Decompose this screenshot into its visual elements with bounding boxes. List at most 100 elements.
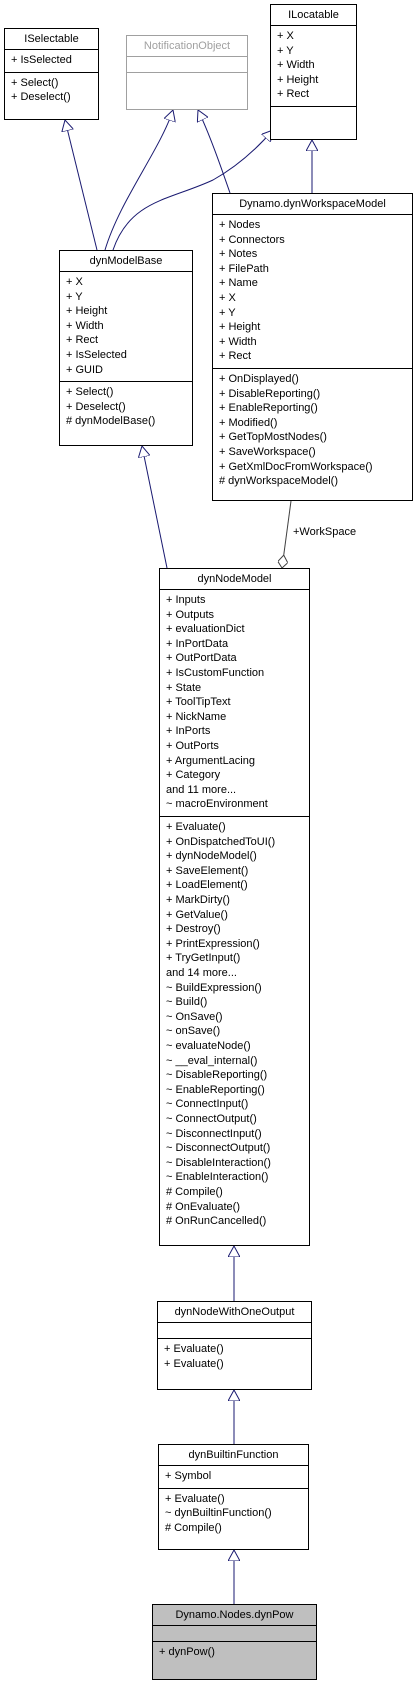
operation-item: + EnableReporting() [219, 402, 318, 415]
attribute-item: + X [219, 292, 236, 304]
operation-item: ~ Build() [166, 996, 208, 1009]
class-model-base[interactable]: dynModelBase+ X+ Y+ Height+ Width+ Rect+… [59, 250, 193, 446]
operation-item: + Select() [11, 76, 59, 89]
attribute-item: + X [277, 30, 294, 42]
operation-item: + dynNodeModel() [166, 850, 257, 863]
class-name: NotificationObject [143, 40, 231, 52]
attribute-item: + OutPorts [166, 740, 219, 752]
class-name: Dynamo.dynWorkspaceModel [239, 198, 386, 210]
attribute-item: + Width [277, 59, 315, 72]
operation-item: + dynPow() [159, 1646, 215, 1658]
compartment-divider [5, 49, 98, 50]
class-builtin-function[interactable]: dynBuiltinFunction + Symbol + Evaluate() ~ … [158, 1444, 309, 1550]
attribute-item: + Notes [219, 248, 258, 261]
attribute-item: ~ macroEnvironment [166, 798, 268, 811]
operation-item: ~ DisableReporting() [166, 1069, 268, 1082]
compartment-divider [127, 56, 247, 57]
operation-item: + PrintExpression() [166, 937, 260, 950]
class-notificationobject[interactable]: NotificationObject [126, 35, 248, 110]
attribute-item: + Rect [66, 334, 99, 347]
attribute-item: + Connectors [219, 233, 285, 246]
compartment-divider [153, 1641, 316, 1642]
attribute-item: + Nodes [219, 219, 261, 231]
operation-item: ~ OnSave() [166, 1010, 223, 1023]
class-name: ILocatable [288, 9, 339, 21]
operation-item: ~ ConnectInput() [166, 1098, 249, 1111]
attribute-item: + ToolTipText [166, 696, 231, 709]
edge-workspace-notificationobject [198, 110, 231, 194]
compartment-divider [160, 816, 309, 817]
operation-item: + Select() [66, 386, 114, 399]
attribute-item: + Y [66, 290, 83, 303]
attribute-item: + X [66, 276, 83, 288]
operation-item: ~ onSave() [166, 1025, 221, 1038]
class-node-with-one-output[interactable]: dynNodeWithOneOutput + Evaluate() + Evalua… [157, 1301, 312, 1390]
operation-item: + Modified() [219, 416, 278, 429]
attribute-item: + Rect [219, 350, 252, 363]
edge-label-workspace: +WorkSpace [293, 526, 357, 538]
attribute-item: + Y [219, 306, 236, 319]
compartment-divider [60, 271, 192, 272]
operation-item: # OnRunCancelled() [166, 1215, 267, 1228]
attribute-item: + Category [166, 769, 221, 782]
attribute-item: + IsSelected [11, 54, 72, 66]
attribute-item: + Width [66, 319, 104, 332]
operation-item: ~ dynBuiltinFunction() [165, 1507, 272, 1520]
operation-item: ~ __eval_internal() [166, 1054, 258, 1067]
compartment-divider [5, 71, 98, 73]
operation-item: ~ DisconnectOutput() [166, 1142, 271, 1155]
edge-workspace-association [282, 500, 292, 568]
compartment-divider [158, 1322, 311, 1323]
attribute-item: + Y [277, 44, 294, 57]
compartment-divider [159, 1465, 308, 1466]
attribute-item: + OutPortData [166, 652, 237, 665]
attribute-item: + GUID [66, 363, 103, 376]
class-name: ISelectable [24, 33, 79, 45]
attribute-item: + NickName [166, 710, 227, 723]
class-workspace-model[interactable]: Dynamo.dynWorkspaceModel + Nodes + Connect… [212, 193, 413, 501]
class-dynpow[interactable]: Dynamo.Nodes.dynPow + dynPow() [152, 1604, 317, 1680]
operation-item: ~ ConnectOutput() [166, 1113, 257, 1125]
attribute-item: + Symbol [165, 1470, 212, 1482]
compartment-divider [127, 72, 247, 73]
class-name: dynNodeWithOneOutput [174, 1306, 295, 1318]
edge-modelbase-notificationobject [104, 110, 173, 251]
attribute-item: + Height [66, 305, 108, 318]
attribute-item: + Rect [277, 88, 310, 101]
operation-item: + Deselect() [11, 91, 71, 104]
attribute-item: + Name [219, 277, 258, 290]
operation-item: ~ DisableInteraction() [166, 1156, 271, 1169]
operation-item: + Evaluate() [166, 821, 226, 833]
operation-item: and 14 more... [166, 967, 237, 979]
attribute-item: + Inputs [166, 594, 206, 606]
edge-nodemodel-modelbase [142, 446, 168, 569]
class-ilocatable[interactable]: ILocatable+ X+ Y+ Width+ Height+ Rect [270, 4, 357, 140]
operation-item: + Evaluate() [165, 1492, 225, 1505]
operation-item: # Compile() [166, 1186, 223, 1198]
operation-item: # OnEvaluate() [166, 1200, 240, 1213]
operation-item: + Evaluate() [164, 1357, 224, 1370]
class-name: dynBuiltinFunction [188, 1449, 279, 1461]
class-name: dynNodeModel [197, 573, 272, 585]
operation-item: + TryGetInput() [166, 952, 241, 965]
attribute-item: + FilePath [219, 262, 269, 275]
operation-item: + Evaluate() [164, 1343, 224, 1355]
attribute-item: + evaluationDict [166, 623, 245, 636]
attribute-item: + ArgumentLacing [166, 754, 255, 767]
class-node-model[interactable]: dynNodeModel + Inputs + Outputs + evaluatio… [159, 568, 310, 1246]
compartment-divider [153, 1625, 316, 1626]
attribute-item: + IsSelected [66, 349, 127, 361]
operation-item: ~ EnableReporting() [166, 1083, 265, 1096]
operation-item: ~ evaluateNode() [166, 1040, 251, 1052]
operation-item: ~ DisconnectInput() [166, 1127, 262, 1140]
class-name: Dynamo.Nodes.dynPow [175, 1609, 294, 1621]
compartment-divider [158, 1338, 311, 1339]
attribute-item: + InPorts [166, 725, 211, 738]
attribute-item: + Height [219, 321, 261, 334]
attribute-item: + Outputs [166, 608, 215, 621]
attribute-item: + State [166, 681, 202, 694]
attribute-item: + InPortData [166, 637, 229, 650]
class-iselectable[interactable]: ISelectable + IsSelected + Select() + Desel… [4, 28, 99, 120]
operation-item: + OnDisplayed() [219, 373, 299, 385]
